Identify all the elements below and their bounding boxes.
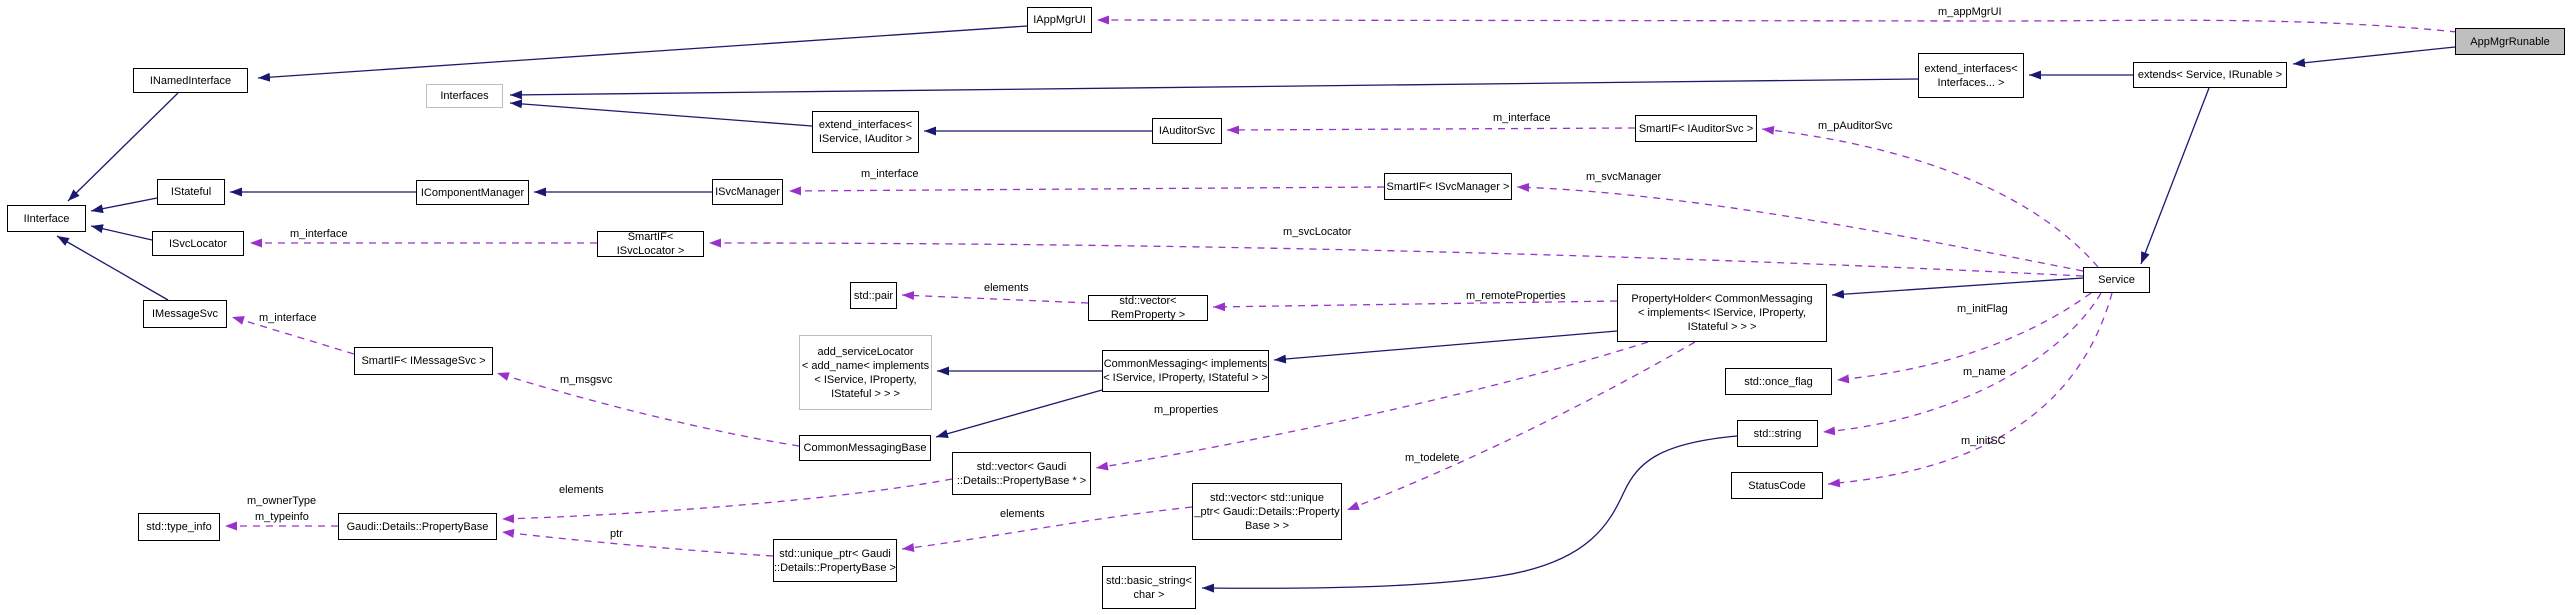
edge-label-m-name: m_name [1963,366,2006,378]
node-add-servicelocator[interactable]: add_serviceLocator < add_name< implement… [799,335,932,410]
node-isvclocator[interactable]: ISvcLocator [152,231,244,256]
edge-service-smartifsvclocator [708,238,2084,277]
edge-stdstring-basicstring [1201,435,1738,593]
node-std-vector-unique-ptr[interactable]: std::vector< std::unique _ptr< Gaudi::De… [1192,483,1342,540]
node-std-basic-string-char[interactable]: std::basic_string< char > [1102,566,1196,609]
edge-label-m-interface-auditorsvc: m_interface [1493,112,1551,124]
edge-extends-service [2140,87,2210,265]
edge-label-m-appmgrui: m_appMgrUI [1938,6,2002,18]
edge-label-m-interface-messagesvc: m_interface [259,312,317,324]
node-std-pair[interactable]: std::pair [850,282,897,309]
edge-inamedinterface-iinterface [67,92,179,202]
node-statuscode[interactable]: StatusCode [1731,472,1823,499]
edge-label-elements-uniqueptr: elements [1000,508,1045,520]
edge-commonmessaging-commonmessagingbase [935,389,1103,439]
edge-propertyholder-commonmessaging [1273,330,1618,364]
node-std-string[interactable]: std::string [1737,420,1818,447]
edge-service-propertyholder [1831,277,2084,299]
edge-vectorremproperty-stdpair [901,291,1089,304]
edge-service-smartifsvcmanager [1516,182,2084,272]
node-service[interactable]: Service [2083,267,2150,293]
edge-smartifsvcmanager-isvcmanager [788,186,1385,196]
edge-smartifauditorsvc-iauditorsvc [1226,125,1636,135]
edge-label-m-ownertype: m_ownerType [247,495,317,507]
edge-label-m-pauditorsvc: m_pAuditorSvc [1818,120,1893,132]
edge-appmgrrunable-extends [2292,46,2456,68]
node-iinterface[interactable]: IInterface [7,205,86,232]
edge-service-onceflag [1836,292,2092,384]
node-smartif-isvclocator[interactable]: SmartIF< ISvcLocator > [597,231,704,257]
edge-propertyholder-vectorremproperty [1212,300,1618,312]
edge-label-m-todelete: m_todelete [1405,452,1460,464]
node-extends-service-irunable[interactable]: extends< Service, IRunable > [2133,62,2287,88]
edge-vectorpropertybase-propertybase [501,478,953,524]
edge-vectoruniqueptr-uniqueptr [901,506,1193,552]
node-smartif-imessagesvc[interactable]: SmartIF< IMessageSvc > [354,347,493,375]
edge-extendinterfaces2-interfaces [509,78,1919,100]
node-commonmessagingbase[interactable]: CommonMessagingBase [799,435,931,461]
edge-label-m-msgsvc: m_msgsvc [560,374,613,386]
edge-smartifimessagesvc-imessagesvc [231,316,355,355]
edge-uniqueptr-propertybase [501,528,774,557]
node-commonmessaging[interactable]: CommonMessaging< implements < IService, … [1102,350,1269,392]
node-propertyholder[interactable]: PropertyHolder< CommonMessaging < implem… [1617,284,1827,342]
node-icomponentmanager[interactable]: IComponentManager [416,180,529,205]
node-imessagesvc[interactable]: IMessageSvc [143,300,227,328]
node-std-vector-propertybase-ptr[interactable]: std::vector< Gaudi ::Details::PropertyBa… [952,452,1091,495]
edge-label-m-remoteproperties: m_remoteProperties [1466,290,1566,302]
node-smartif-iauditorsvc[interactable]: SmartIF< IAuditorSvc > [1635,115,1757,142]
edge-label-m-interface-svclocator: m_interface [290,228,348,240]
node-std-vector-remproperty[interactable]: std::vector< RemProperty > [1088,295,1208,321]
node-inamedinterface[interactable]: INamedInterface [133,68,248,93]
edge-label-elements-pair: elements [984,282,1029,294]
node-std-once-flag[interactable]: std::once_flag [1725,368,1832,395]
edge-iappmgrui-inamedinterface [257,25,1028,82]
node-std-unique-ptr[interactable]: std::unique_ptr< Gaudi ::Details::Proper… [773,539,897,582]
node-std-type-info[interactable]: std::type_info [138,513,220,541]
edge-label-ptr: ptr [610,528,623,540]
edge-label-m-svclocator: m_svcLocator [1283,226,1352,238]
edge-isvclocator-iinterface [90,224,153,241]
edge-imessagesvc-iinterface [56,235,169,301]
edge-label-m-initsc: m_initSC [1961,435,2006,447]
node-iauditorsvc[interactable]: IAuditorSvc [1152,118,1222,144]
edge-appmgrrunable-iappmgrui [1096,15,2458,33]
edge-service-stdstring [1822,292,2102,436]
node-smartif-isvcmanager[interactable]: SmartIF< ISvcManager > [1384,173,1512,200]
node-istateful[interactable]: IStateful [157,179,225,205]
node-iappmgrui[interactable]: IAppMgrUI [1027,7,1092,33]
node-extend-interfaces-interfaces[interactable]: extend_interfaces< Interfaces... > [1918,53,2024,98]
edge-service-smartifauditorsvc [1761,125,2099,268]
edge-propertyholder-vectoruniqueptr [1346,341,1696,511]
edge-label-m-initflag: m_initFlag [1957,303,2008,315]
edge-propertyholder-vectorpropertybase [1095,341,1649,471]
node-isvcmanager[interactable]: ISvcManager [712,179,783,205]
edge-istateful-iinterface [90,197,158,214]
edge-label-m-svcmanager: m_svcManager [1586,171,1662,183]
edge-label-elements-propertybase: elements [559,484,604,496]
edge-label-m-properties: m_properties [1154,404,1219,416]
edge-label-m-interface-svcmanager: m_interface [861,168,919,180]
edge-label-m-typeinfo: m_typeinfo [255,511,309,523]
node-extend-interfaces-iservice-iauditor[interactable]: extend_interfaces< IService, IAuditor > [812,111,919,153]
node-interfaces[interactable]: Interfaces [426,84,503,108]
edge-service-statuscode [1827,292,2113,488]
edge-extendinterfaces1-interfaces [509,99,813,127]
node-appmgrrunable[interactable]: AppMgrRunable [2455,28,2565,55]
node-gaudi-details-propertybase[interactable]: Gaudi::Details::PropertyBase [338,513,497,540]
edge-commonmessagingbase-smartifimessagesvc [496,372,800,447]
